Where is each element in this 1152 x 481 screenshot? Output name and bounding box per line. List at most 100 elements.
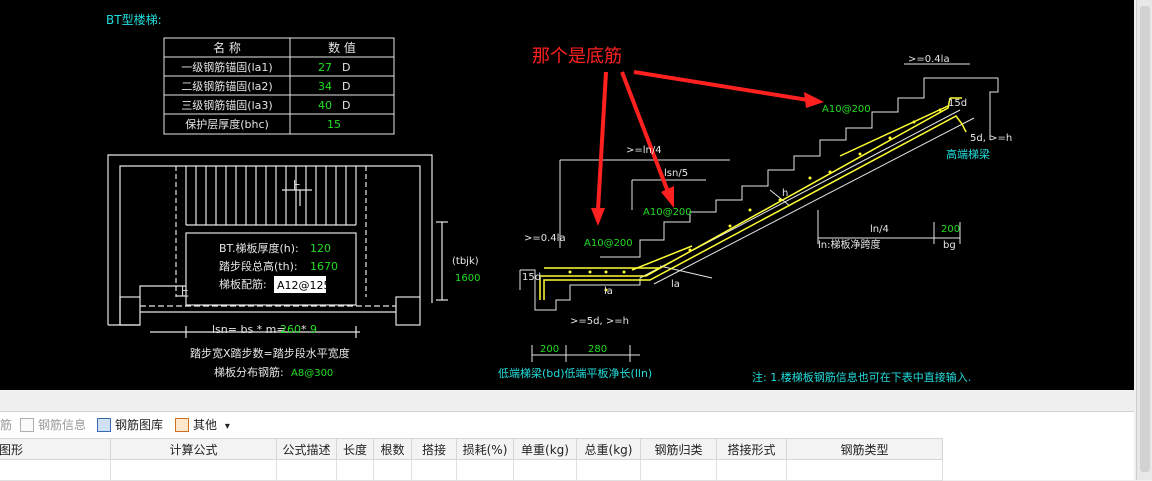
lsn-bs-value[interactable]: 260 xyxy=(280,323,301,336)
cell[interactable] xyxy=(716,459,787,481)
dist-rebar-value[interactable]: A8@300 xyxy=(291,368,333,379)
col-length[interactable]: 长度 xyxy=(336,438,374,460)
param-name-la1: 一级钢筋锚固(la1) xyxy=(181,60,272,74)
dim-04la-left: >=0.4la xyxy=(524,233,566,244)
dim-5d-left: >=5d, >=h xyxy=(570,316,629,327)
col-formula[interactable]: 计算公式 xyxy=(110,438,277,460)
cell[interactable] xyxy=(373,459,412,481)
lln-value[interactable]: 280 xyxy=(588,344,607,355)
col-lap-type[interactable]: 搭接形式 xyxy=(716,438,787,460)
lsn-m-value[interactable]: 9 xyxy=(310,323,317,336)
stair-plan-view xyxy=(107,154,448,338)
param-unit-la1: D xyxy=(342,61,350,74)
param-name-la3: 三级钢筋锚固(la3) xyxy=(181,98,272,112)
cell[interactable] xyxy=(640,459,717,481)
param-header-name: 名 称 xyxy=(213,40,241,55)
rebar-label: 梯板配筋: xyxy=(219,277,267,291)
dim-15d-left: 15d xyxy=(522,272,541,283)
param-value-bhc[interactable]: 15 xyxy=(327,118,341,131)
col-category[interactable]: 钢筋归类 xyxy=(640,438,717,460)
dist-rebar-label: 梯板分布钢筋: xyxy=(214,365,284,379)
toolbar-cut-item[interactable]: 筋 xyxy=(0,418,13,432)
col-formula-desc[interactable]: 公式描述 xyxy=(276,438,337,460)
rebar-table: 图形 计算公式 公式描述 长度 根数 搭接 损耗(%) 单重(kg) 总重(kg… xyxy=(0,438,943,481)
high-beam-label: 高端梯梁 xyxy=(946,147,990,161)
la-label-2: la xyxy=(671,279,680,290)
cell[interactable] xyxy=(513,459,577,481)
rebar-grid: 图形 计算公式 公式描述 长度 根数 搭接 损耗(%) 单重(kg) 总重(kg… xyxy=(0,438,1134,481)
thickness-value[interactable]: 120 xyxy=(310,242,331,255)
document-icon xyxy=(20,418,34,432)
cell[interactable] xyxy=(576,459,641,481)
vertical-scrollbar[interactable] xyxy=(1136,0,1152,480)
slab-h-label: h xyxy=(782,188,788,199)
panel-gap xyxy=(0,390,1134,411)
dim-ln4-top: >=ln/4 xyxy=(626,145,662,156)
rebar-toolbar: 筋 钢筋信息 钢筋图库 其他 ▾ xyxy=(0,411,1134,439)
col-lap[interactable]: 搭接 xyxy=(411,438,457,460)
cad-drawing-canvas[interactable]: BT型楼梯: 名 称 数 值 一级钢筋锚固(la1) 27 D 二级钢筋锚固(l… xyxy=(0,0,1134,390)
height-value[interactable]: 1670 xyxy=(310,260,338,273)
tbjk-value[interactable]: 1600 xyxy=(455,273,480,284)
rebar-input-box[interactable] xyxy=(274,276,326,293)
ln-span-label: ln:梯板净跨度 xyxy=(818,238,881,251)
annotation-arrows xyxy=(591,70,824,226)
param-unit-la2: D xyxy=(342,80,350,93)
stair-drawing: BT型楼梯: 名 称 数 值 一级钢筋锚固(la1) 27 D 二级钢筋锚固(l… xyxy=(106,12,1012,384)
formula-note: 踏步宽X踏步数=踏步段水平宽度 xyxy=(190,346,350,360)
rebar-info-button[interactable]: 钢筋信息 xyxy=(20,417,86,433)
table-row[interactable] xyxy=(0,459,943,481)
col-rebar-type[interactable]: 钢筋类型 xyxy=(786,438,943,460)
cell[interactable] xyxy=(336,459,374,481)
scrollbar-thumb[interactable] xyxy=(1140,6,1150,472)
lsn-star: * xyxy=(301,323,307,336)
drawing-title: BT型楼梯: xyxy=(106,12,162,27)
bg-label: bg xyxy=(943,240,956,251)
param-value-la3[interactable]: 40 xyxy=(318,99,332,112)
other-menu-button[interactable]: 其他 ▾ xyxy=(175,417,230,433)
bd-value[interactable]: 200 xyxy=(540,344,559,355)
param-table xyxy=(163,37,395,135)
col-unit-weight[interactable]: 单重(kg) xyxy=(513,438,577,460)
param-unit-la3: D xyxy=(342,99,350,112)
ln4-label: ln/4 xyxy=(870,224,889,235)
dim-04la-right: >=0.4la xyxy=(908,54,950,65)
la-label-1: la xyxy=(604,286,613,297)
param-value-la1[interactable]: 27 xyxy=(318,61,332,74)
dropdown-arrow-icon: ▾ xyxy=(224,421,230,432)
rebar-dots xyxy=(568,108,942,292)
dim-lsn5: lsn/5 xyxy=(664,168,688,179)
rebar-left[interactable]: A10@200 xyxy=(584,238,633,249)
plan-up-label-top: 上 xyxy=(289,179,301,193)
col-loss[interactable]: 损耗(%) xyxy=(456,438,514,460)
rebar-library-label: 钢筋图库 xyxy=(115,418,164,432)
col-total-weight[interactable]: 总重(kg) xyxy=(576,438,641,460)
rebar-input[interactable]: A12@125 xyxy=(277,279,331,292)
tbjk-label: (tbjk) xyxy=(452,256,479,267)
drawing-note: 注: 1.楼梯板钢筋信息也可在下表中直接输入. xyxy=(752,370,971,384)
dim-5d-right: 5d, >=h xyxy=(970,133,1012,144)
dim-15d-right: 15d xyxy=(948,98,967,109)
param-name-la2: 二级钢筋锚固(la2) xyxy=(181,79,272,93)
cell[interactable] xyxy=(276,459,337,481)
col-count[interactable]: 根数 xyxy=(373,438,412,460)
thickness-label: BT.梯板厚度(h): xyxy=(219,241,299,255)
bg-value[interactable]: 200 xyxy=(941,224,960,235)
cell[interactable] xyxy=(110,459,277,481)
lsn-formula: lsn= bs * m= xyxy=(212,323,286,336)
stair-rebar xyxy=(539,97,967,300)
rebar-top-right[interactable]: A10@200 xyxy=(822,104,871,115)
col-shape[interactable]: 图形 xyxy=(0,438,111,460)
gallery-icon xyxy=(97,418,111,432)
rebar-library-button[interactable]: 钢筋图库 xyxy=(97,417,163,433)
cell[interactable] xyxy=(786,459,943,481)
plan-up-label-bottom: 上 xyxy=(177,285,189,299)
annotation-bottom-rebar: 那个是底筋 xyxy=(532,46,622,67)
cell[interactable] xyxy=(0,459,111,481)
cell[interactable] xyxy=(411,459,457,481)
bottom-beam-label: 低端梯梁(bd)低端平板净长(lln) xyxy=(498,366,652,380)
param-header-value: 数 值 xyxy=(328,40,356,55)
cell[interactable] xyxy=(456,459,514,481)
param-value-la2[interactable]: 34 xyxy=(318,80,332,93)
rebar-mid[interactable]: A10@200 xyxy=(643,207,692,218)
